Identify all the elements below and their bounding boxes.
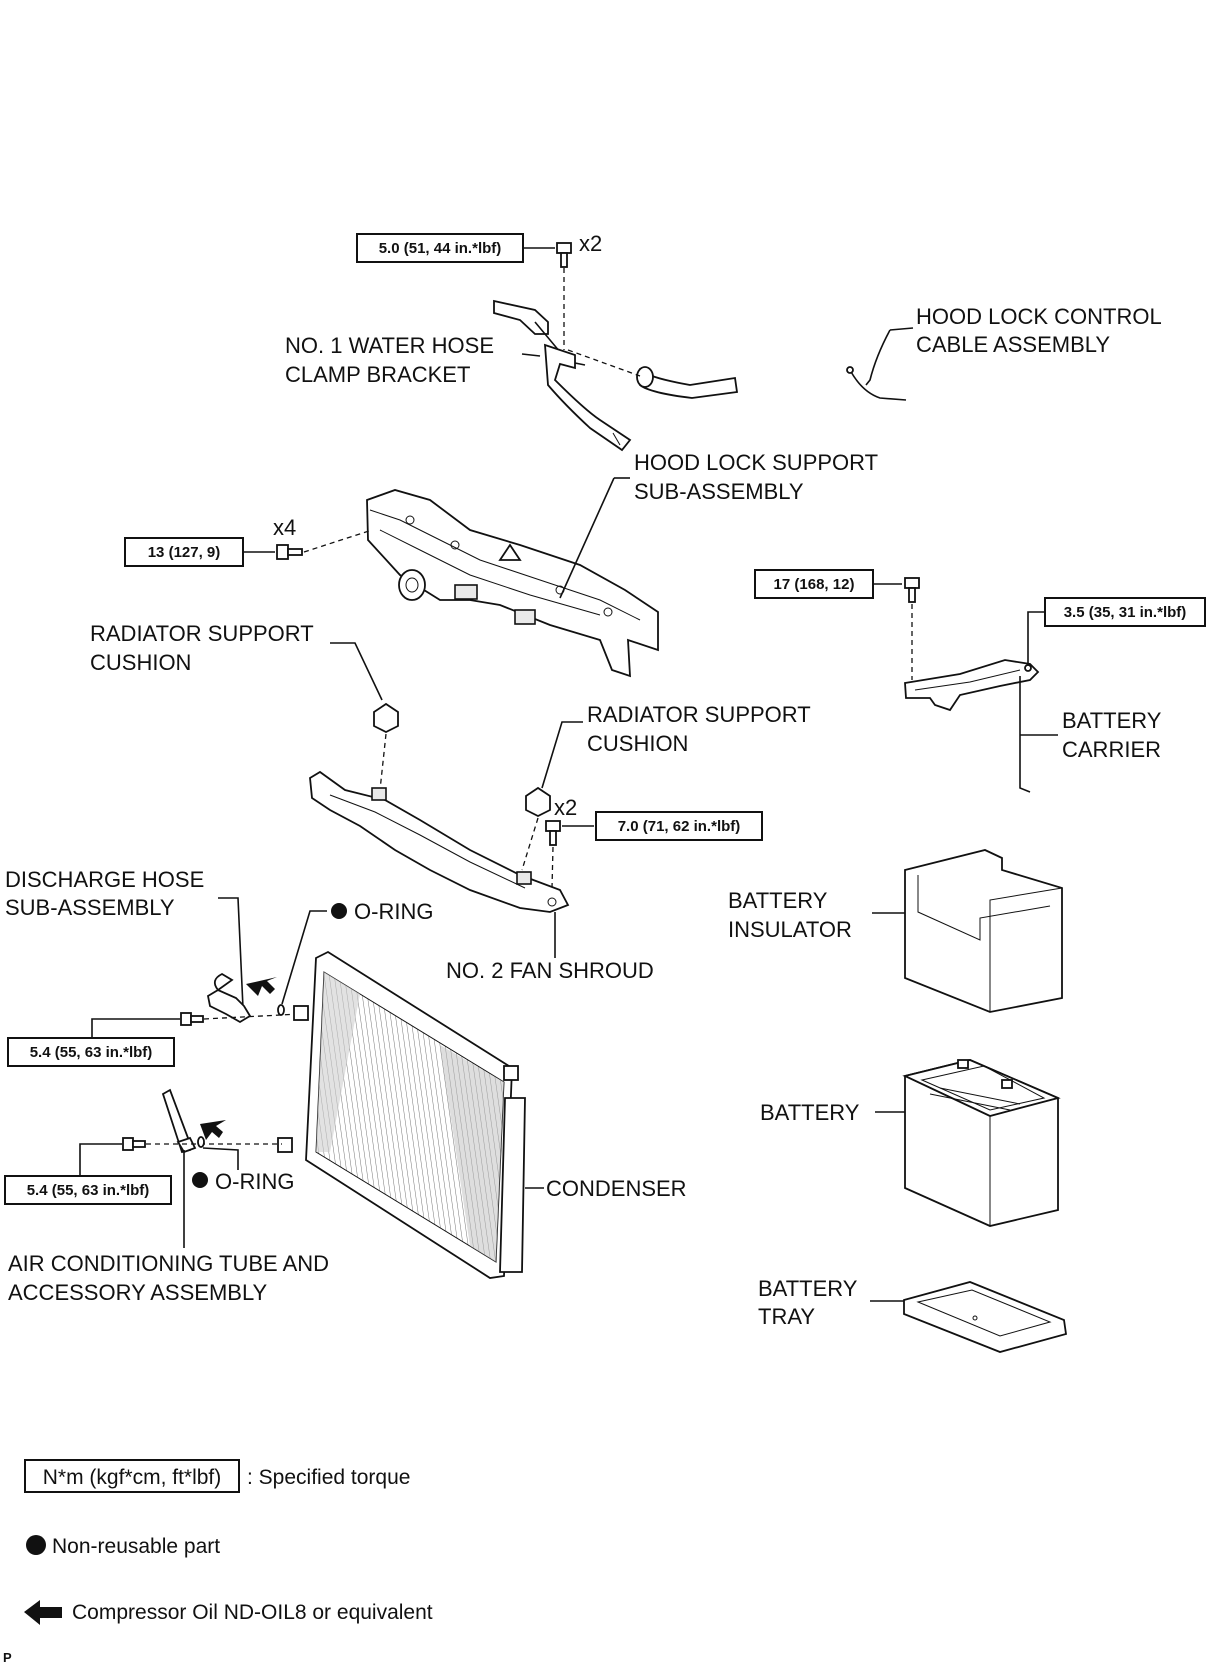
radiator-support-cushion-1: RADIATOR SUPPORT CUSHION: [90, 621, 399, 791]
svg-text:O-RING: O-RING: [215, 1169, 294, 1194]
corner-mark: P: [3, 1650, 12, 1665]
hood-lock-cable-label-line1: HOOD LOCK CONTROL: [916, 304, 1162, 329]
legend-nonreusable-text: Non-reusable part: [52, 1535, 220, 1558]
legend-torque-text: : Specified torque: [247, 1466, 410, 1489]
legend-compressor-oil: Compressor Oil ND-OIL8 or equivalent: [24, 1600, 433, 1625]
no2-fan-shroud: NO. 2 FAN SHROUD: [309, 770, 654, 983]
svg-text:O-RING: O-RING: [354, 899, 433, 924]
torque-label-shroud-bolt: 7.0 (71, 62 in.*lbf): [618, 818, 741, 835]
nonreusable-dot-icon: [192, 1172, 208, 1188]
svg-text:SUB-ASSEMBLY: SUB-ASSEMBLY: [5, 895, 175, 920]
battery-carrier: BATTERY CARRIER: [904, 659, 1162, 793]
legend-specified-torque: N*m (kgf*cm, ft*lbf) : Specified torque: [24, 1459, 410, 1493]
bolt-icon: [556, 242, 572, 268]
o-ring-callout-2: O-RING: [192, 1136, 294, 1194]
svg-text:RADIATOR SUPPORT: RADIATOR SUPPORT: [90, 621, 314, 646]
legend-oil-text: Compressor Oil ND-OIL8 or equivalent: [72, 1601, 433, 1624]
torque-label-bracket-bolt: 5.0 (51, 44 in.*lbf): [379, 240, 502, 257]
hood-lock-control-cable: HOOD LOCK CONTROL CABLE ASSEMBLY: [846, 304, 1162, 401]
bolt-icon: [122, 1137, 146, 1151]
svg-text:AIR CONDITIONING TUBE AND: AIR CONDITIONING TUBE AND: [8, 1251, 329, 1276]
hood-lock-support-label-line2: SUB-ASSEMBLY: [634, 479, 804, 504]
nonreusable-dot-icon: [331, 903, 347, 919]
torque-label-support-bolt: 13 (127, 9): [148, 544, 221, 561]
torque-label-carrier-nut: 3.5 (35, 31 in.*lbf): [1064, 604, 1187, 621]
carrier-bolt-callout: 17 (168, 12): [754, 569, 920, 680]
battery-tray: BATTERY TRAY: [758, 1276, 1068, 1353]
hood-lock-support-label-line1: HOOD LOCK SUPPORT: [634, 450, 878, 475]
radiator-support-cushion-2: RADIATOR SUPPORT CUSHION: [521, 702, 811, 871]
discharge-bolt-callout: 5.4 (55, 63 in.*lbf): [7, 1012, 301, 1067]
discharge-hose: [206, 972, 252, 1024]
ac-tube-assembly: [161, 1088, 197, 1248]
qty-label-support-bolt: x4: [273, 515, 296, 540]
shroud-bolt-callout: x2 7.0 (71, 62 in.*lbf): [545, 795, 763, 889]
condenser-label: CONDENSER: [546, 1176, 687, 1201]
condenser: CONDENSER: [277, 950, 687, 1279]
water-hose-clamp-bracket-label: NO. 1 WATER HOSE CLAMP BRACKET: [285, 333, 494, 387]
water-hose: [567, 349, 739, 399]
svg-text:CUSHION: CUSHION: [90, 650, 191, 675]
battery: BATTERY: [760, 1059, 1061, 1227]
svg-text:INSULATOR: INSULATOR: [728, 917, 852, 942]
o-ring-callout-1: O-RING: [277, 899, 433, 1016]
svg-text:TRAY: TRAY: [758, 1304, 815, 1329]
svg-text:CLAMP BRACKET: CLAMP BRACKET: [285, 362, 470, 387]
bolt-icon: [180, 1012, 204, 1026]
svg-text:CUSHION: CUSHION: [587, 731, 688, 756]
oil-arrow-icon: [246, 977, 277, 996]
ac-tube-label: AIR CONDITIONING TUBE AND ACCESSORY ASSE…: [8, 1251, 329, 1305]
qty-label-shroud-bolt: x2: [554, 795, 577, 820]
bolt-icon: [545, 820, 561, 846]
bolt-icon: [276, 544, 303, 560]
hood-lock-cable-label-line2: CABLE ASSEMBLY: [916, 332, 1110, 357]
svg-text:ACCESSORY ASSEMBLY: ACCESSORY ASSEMBLY: [8, 1280, 268, 1305]
support-bolt-callout: 13 (127, 9) x4: [124, 515, 373, 567]
svg-text:RADIATOR SUPPORT: RADIATOR SUPPORT: [587, 702, 811, 727]
oil-arrow-icon: [200, 1120, 226, 1140]
hood-lock-support: HOOD LOCK SUPPORT SUB-ASSEMBLY: [366, 450, 878, 678]
battery-carrier-label-line2: CARRIER: [1062, 737, 1161, 762]
torque-label-tube-bolt: 5.4 (55, 63 in.*lbf): [27, 1182, 150, 1199]
battery-carrier-label-line1: BATTERY: [1062, 708, 1162, 733]
battery-insulator: BATTERY INSULATOR: [728, 849, 1063, 1013]
svg-text:NO. 1 WATER HOSE: NO. 1 WATER HOSE: [285, 333, 494, 358]
discharge-hose-label: DISCHARGE HOSE SUB-ASSEMBLY: [5, 867, 244, 1009]
torque-label-discharge-bolt: 5.4 (55, 63 in.*lbf): [30, 1044, 153, 1061]
tube-bolt-callout: 5.4 (55, 63 in.*lbf): [4, 1137, 282, 1205]
battery-label: BATTERY: [760, 1100, 860, 1125]
legend-nonreusable: Non-reusable part: [26, 1535, 220, 1558]
bracket-bolt-callout: 5.0 (51, 44 in.*lbf) x2: [356, 231, 602, 350]
carrier-nut-callout: 3.5 (35, 31 in.*lbf): [1027, 597, 1206, 668]
qty-label-bracket-bolt: x2: [579, 231, 602, 256]
nonreusable-dot-icon: [26, 1535, 46, 1555]
oil-arrow-icon: [24, 1600, 62, 1625]
water-hose-clamp-bracket: [493, 299, 632, 452]
svg-text:BATTERY: BATTERY: [728, 888, 828, 913]
fan-shroud-label: NO. 2 FAN SHROUD: [446, 958, 654, 983]
bolt-icon: [904, 577, 920, 603]
svg-text:BATTERY: BATTERY: [758, 1276, 858, 1301]
torque-label-carrier-bolt: 17 (168, 12): [774, 576, 855, 593]
legend-torque-box-text: N*m (kgf*cm, ft*lbf): [43, 1466, 222, 1489]
svg-text:DISCHARGE HOSE: DISCHARGE HOSE: [5, 867, 204, 892]
